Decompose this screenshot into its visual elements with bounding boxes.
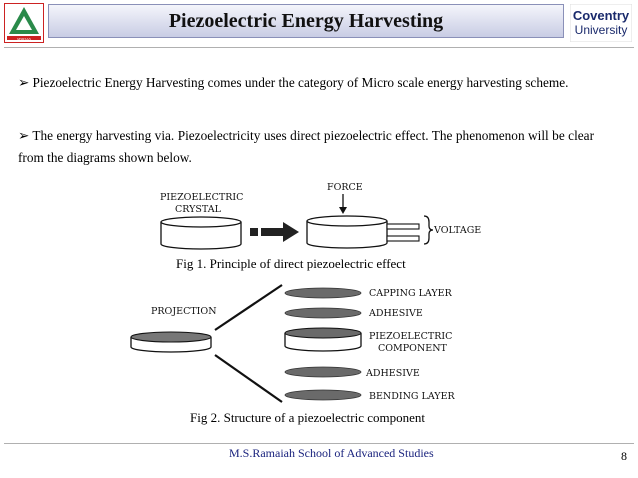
title-banner: Piezoelectric Energy Harvesting bbox=[48, 4, 564, 38]
layer-capping bbox=[284, 287, 362, 299]
voltage-label: VOLTAGE bbox=[433, 225, 481, 236]
layer-bending bbox=[284, 389, 362, 401]
layer-label-capping: CAPPING LAYER bbox=[369, 288, 453, 299]
slide-header: MSRSAS Piezoelectric Energy Harvesting C… bbox=[0, 0, 638, 44]
crystal-cylinder-right bbox=[306, 215, 388, 249]
footer-institution: M.S.Ramaiah School of Advanced Studies bbox=[229, 446, 434, 460]
logo-left-text: MSRSAS bbox=[17, 37, 31, 41]
layer-adhesive-bottom bbox=[284, 366, 362, 378]
bullet-paragraph-2: ➢ The energy harvesting via. Piezoelectr… bbox=[18, 128, 594, 165]
page-number: 8 bbox=[621, 449, 627, 463]
figure2-caption: Fig 2. Structure of a piezoelectric comp… bbox=[190, 410, 426, 425]
electrode-leads bbox=[386, 215, 434, 245]
header-divider bbox=[4, 47, 634, 48]
figure1-caption: Fig 1. Principle of direct piezoelectric… bbox=[176, 256, 406, 271]
bullet-paragraph-1: ➢ Piezoelectric Energy Harvesting comes … bbox=[18, 75, 569, 90]
force-arrow-down-icon bbox=[339, 194, 347, 214]
force-label: FORCE bbox=[327, 182, 363, 193]
layer-label-bending: BENDING LAYER bbox=[369, 391, 456, 402]
projection-label: PROJECTION bbox=[151, 306, 217, 317]
logo-right-line1: Coventry bbox=[573, 8, 630, 23]
projection-line-lower bbox=[214, 354, 283, 403]
crystal-label-1: PIEZOELECTRIC bbox=[160, 192, 243, 203]
crystal-cylinder-left bbox=[160, 216, 242, 250]
crystal-label-2: CRYSTAL bbox=[175, 204, 222, 215]
logo-right-line2: University bbox=[575, 23, 628, 37]
page-title: Piezoelectric Energy Harvesting bbox=[168, 9, 444, 32]
msrsas-logo-icon: MSRSAS bbox=[4, 3, 44, 43]
assembled-component bbox=[130, 331, 212, 353]
layer-adhesive-top bbox=[284, 307, 362, 319]
layer-label-adhesive-top: ADHESIVE bbox=[368, 308, 423, 319]
projection-line-upper bbox=[214, 284, 283, 331]
layer-piezoelectric bbox=[284, 327, 362, 352]
layer-label-piezoelectric: PIEZOELECTRIC bbox=[369, 331, 452, 342]
footer-divider bbox=[4, 443, 634, 444]
arrow-right-icon bbox=[250, 222, 299, 242]
layer-label-adhesive-bottom: ADHESIVE bbox=[365, 368, 420, 379]
coventry-university-logo-icon: Coventry University bbox=[570, 4, 632, 42]
layer-label-component: COMPONENT bbox=[378, 343, 448, 354]
